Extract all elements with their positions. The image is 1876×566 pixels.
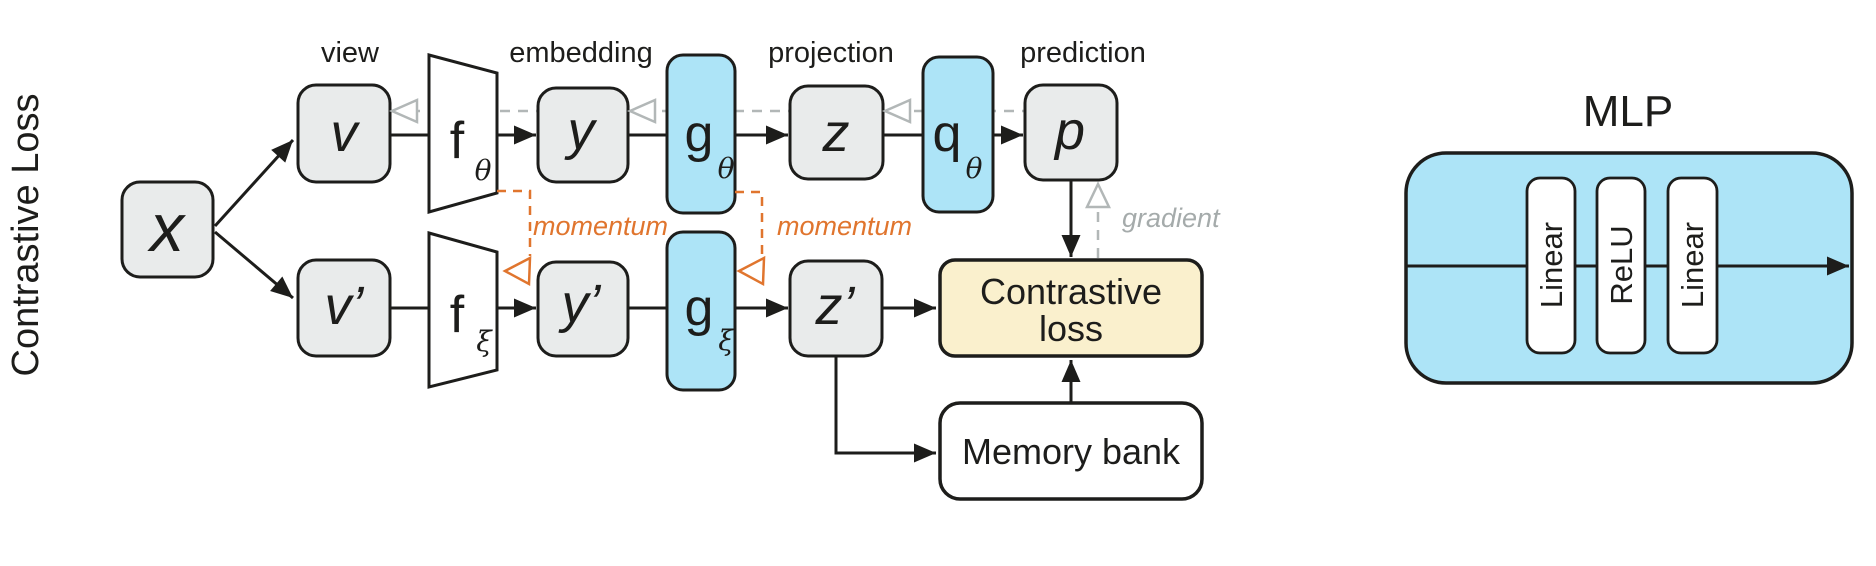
memory-bank-label: Memory bank (962, 431, 1181, 472)
g-xi-label: g (685, 279, 714, 337)
node-z-prime-box (788, 259, 884, 358)
node-y-box (536, 86, 630, 184)
node-p-label: p (1053, 101, 1085, 161)
momentum-arrowhead-g (736, 255, 766, 287)
mlp-layer-linear1-label: Linear (1534, 222, 1569, 308)
node-v-prime-box (296, 258, 392, 358)
q-theta-subscript: θ (966, 152, 983, 185)
f-xi-label: f (450, 286, 465, 344)
node-x-label: x (147, 190, 186, 266)
node-v-prime-label: v’ (325, 276, 365, 336)
figure-side-title: Contrastive Loss (5, 93, 47, 376)
stage-label-view: view (321, 37, 380, 69)
node-y-prime-label: y’ (558, 274, 602, 334)
node-x-box (120, 180, 215, 279)
mlp-title: MLP (1583, 87, 1673, 136)
mlp-layer-relu-box (1595, 176, 1647, 355)
mlp-legend: MLP Linear ReLU Linear (1404, 87, 1854, 385)
stage-label-embedding: embedding (509, 37, 653, 69)
contrastive-loss-label-line1: Contrastive (980, 271, 1162, 312)
g-xi-subscript: ξ (718, 324, 735, 357)
contrastive-loss-label-line2: loss (1039, 308, 1103, 349)
arrow-z-prime-to-memory (834, 357, 936, 463)
gradient-arrowhead-at-v (388, 98, 419, 124)
momentum-annotation-left: momentum (533, 211, 668, 241)
node-z-label: z (822, 103, 850, 163)
gradient-arrowhead-at-y (626, 98, 657, 124)
memory-bank-box (938, 401, 1204, 501)
momentum-annotation-right: momentum (777, 211, 912, 241)
q-theta-label: q (933, 105, 962, 163)
mlp-layer-relu-label: ReLU (1604, 225, 1639, 304)
projector-g-theta-box (665, 53, 737, 215)
f-xi-subscript: ξ (476, 325, 493, 358)
momentum-path-f (497, 189, 532, 256)
node-p-box (1023, 83, 1119, 182)
stage-label-projection: projection (768, 37, 894, 69)
mlp-layer-linear1-box (1525, 176, 1577, 355)
node-v-label: v (331, 103, 361, 163)
f-theta-subscript: θ (475, 154, 492, 187)
contrastive-loss-box (938, 258, 1204, 358)
node-y-label: y (564, 101, 598, 161)
momentum-arrowhead-f (502, 255, 532, 287)
stage-label-prediction: prediction (1020, 37, 1146, 69)
gradient-arrowhead-at-p (1085, 181, 1111, 209)
node-y-prime-box (536, 260, 630, 358)
node-z-box (788, 84, 885, 181)
gradient-arrowhead-at-z (881, 98, 912, 124)
g-theta-label: g (685, 105, 714, 163)
arrow-x-to-v (213, 138, 295, 228)
encoder-f-xi (427, 231, 499, 389)
momentum-path-g (735, 190, 764, 256)
projector-g-xi-box (665, 230, 737, 392)
arrow-x-to-v-prime (214, 230, 294, 300)
f-theta-label: f (450, 112, 465, 170)
mlp-layer-linear2-label: Linear (1675, 222, 1710, 308)
gradient-annotation: gradient (1122, 203, 1221, 233)
node-v-box (296, 83, 392, 184)
g-theta-subscript: θ (718, 152, 735, 185)
encoder-f-theta (427, 53, 499, 214)
predictor-q-theta-box (921, 55, 995, 214)
node-z-prime-label: z’ (815, 276, 856, 336)
mlp-layer-linear2-box (1666, 176, 1719, 355)
